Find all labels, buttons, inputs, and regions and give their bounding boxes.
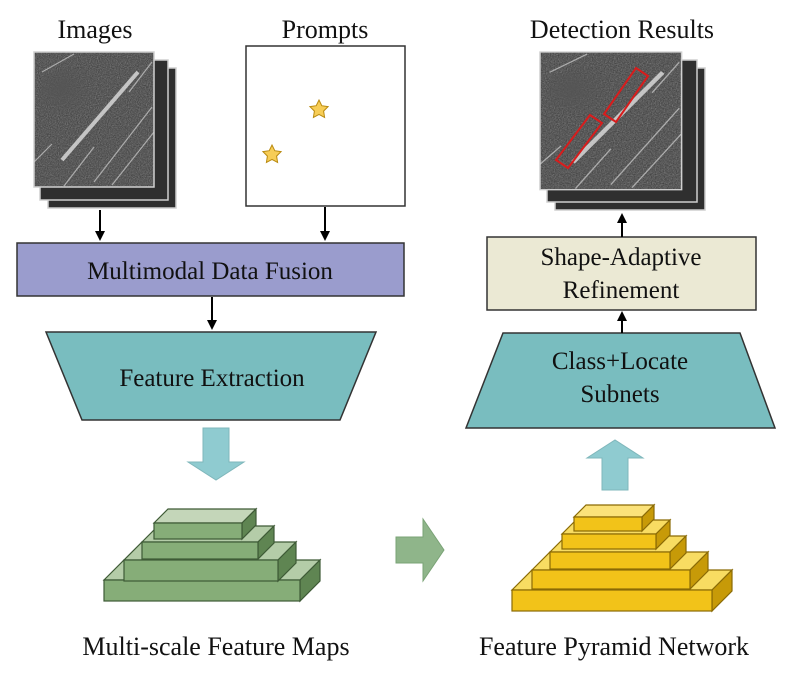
fpn-pyramid [510, 503, 734, 613]
images-stack [34, 52, 177, 209]
class-locate-trapezoid [464, 332, 777, 429]
detection-results-title: Detection Results [530, 15, 714, 44]
prompts-title: Prompts [282, 15, 369, 44]
multiscale-pyramid [102, 507, 322, 603]
feature-extraction-label: Feature Extraction [119, 365, 305, 392]
fpn-label: Feature Pyramid Network [479, 632, 749, 661]
sar-image-front [34, 52, 154, 187]
detection-results-stack [540, 52, 706, 211]
prompt-star-icon [261, 143, 283, 164]
shape-adaptive-label-line1: Shape-Adaptive [540, 244, 701, 271]
shape-adaptive-label-line2: Refinement [563, 277, 680, 304]
prompts-panel [245, 45, 406, 207]
images-title: Images [57, 15, 132, 44]
class-locate-label-line2: Subnets [580, 381, 659, 408]
class-locate-label-line1: Class+Locate [552, 348, 688, 375]
up-arrow-icon [585, 439, 645, 491]
fusion-box [16, 242, 405, 297]
down-arrow-icon [186, 427, 246, 481]
fusion-label: Multimodal Data Fusion [87, 258, 333, 285]
feature-extraction-trapezoid [44, 331, 378, 421]
prompt-star-icon [308, 98, 330, 119]
right-arrow-icon [395, 517, 445, 583]
detection-bbox [554, 66, 650, 170]
detection-image-front [540, 52, 682, 190]
multiscale-maps-label: Multi-scale Feature Maps [82, 632, 349, 661]
